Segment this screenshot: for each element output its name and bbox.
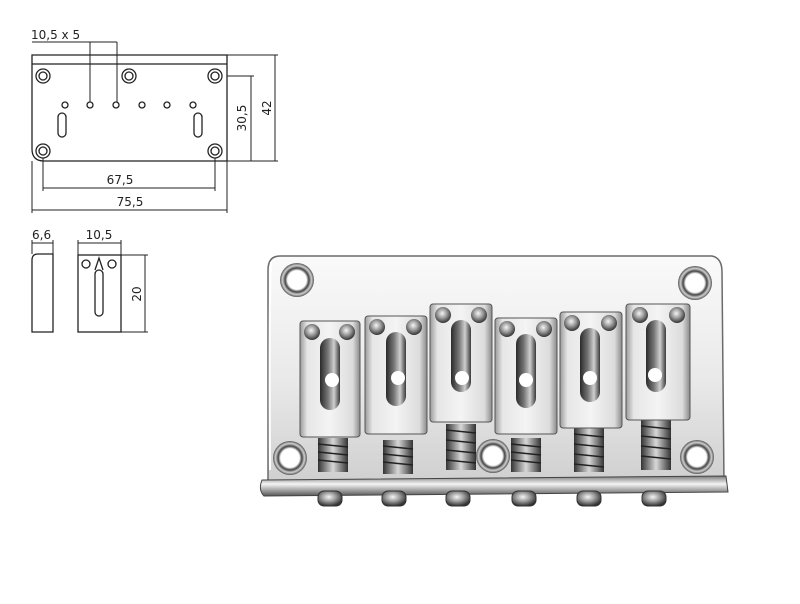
- mounting-hole-icon: [273, 441, 307, 475]
- saddle-3: [429, 303, 493, 470]
- mounting-hole-icon: [476, 439, 510, 473]
- intonation-screw-icon: [317, 490, 343, 507]
- dimension-saddle-depth: 6,6: [32, 228, 51, 242]
- saddle-5: [559, 311, 623, 472]
- dimension-total-height: 42: [260, 100, 274, 115]
- saddle-4: [494, 317, 558, 472]
- dimension-saddle-height: 20: [130, 286, 144, 301]
- bridge-photo: [259, 255, 729, 507]
- dimension-saddle-width: 10,5: [86, 228, 113, 242]
- mounting-hole-icon: [680, 440, 714, 474]
- intonation-screw-icon: [445, 490, 471, 507]
- technical-drawing-saddle-side: [31, 240, 54, 333]
- saddle-1: [299, 320, 361, 472]
- intonation-screw-icon: [511, 490, 537, 507]
- technical-drawing-top-view: [31, 41, 278, 213]
- technical-drawing-saddle-front: [77, 240, 148, 333]
- dimension-hole-spacing: 10,5 x 5: [31, 28, 80, 42]
- intonation-screw-icon: [381, 490, 407, 507]
- saddle-6: [625, 303, 691, 470]
- mounting-hole-icon: [280, 263, 314, 297]
- dimension-inner-width: 67,5: [107, 173, 134, 187]
- saddle-2: [364, 315, 428, 474]
- intonation-screw-icon: [576, 490, 602, 507]
- dimension-hole-height: 30,5: [235, 105, 249, 132]
- dimension-outer-width: 75,5: [117, 195, 144, 209]
- intonation-screw-icon: [641, 490, 667, 507]
- mounting-hole-icon: [678, 266, 712, 300]
